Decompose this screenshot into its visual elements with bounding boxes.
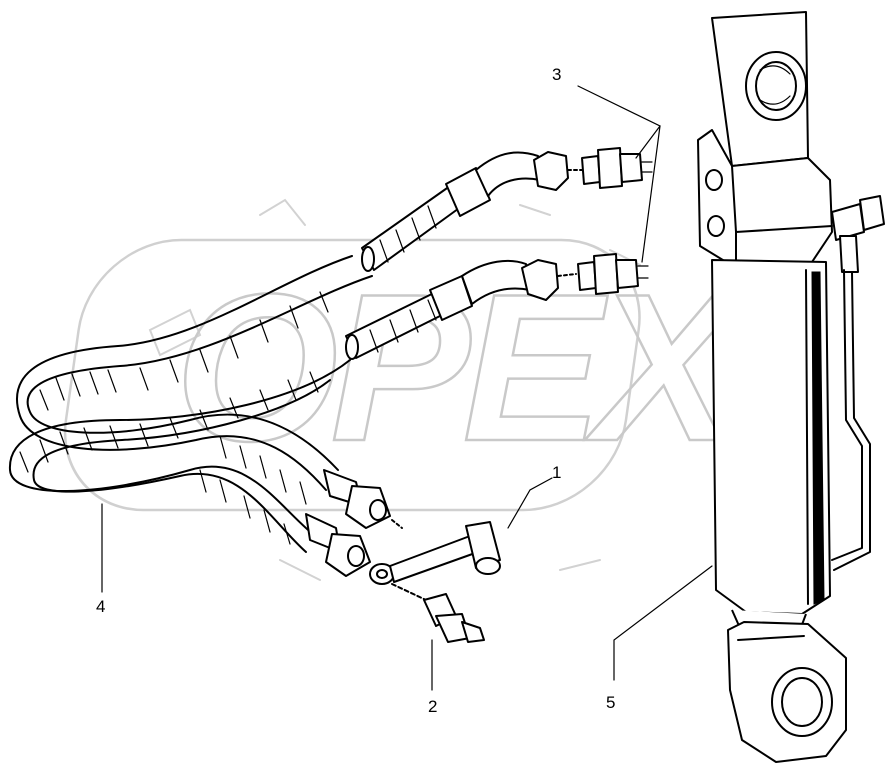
hose-adapters bbox=[557, 147, 653, 295]
banjo-and-nipple bbox=[369, 519, 501, 643]
callout-1: 1 bbox=[552, 463, 561, 482]
callout-3: 3 bbox=[552, 65, 561, 84]
callout-2: 2 bbox=[428, 697, 437, 716]
leader-lines bbox=[101, 85, 713, 691]
hydraulic-hoses bbox=[8, 151, 569, 577]
opex-watermark: OPEX bbox=[63, 198, 755, 581]
callout-5: 5 bbox=[606, 693, 615, 712]
callout-4: 4 bbox=[96, 597, 105, 616]
hydraulic-cylinder bbox=[697, 11, 885, 763]
